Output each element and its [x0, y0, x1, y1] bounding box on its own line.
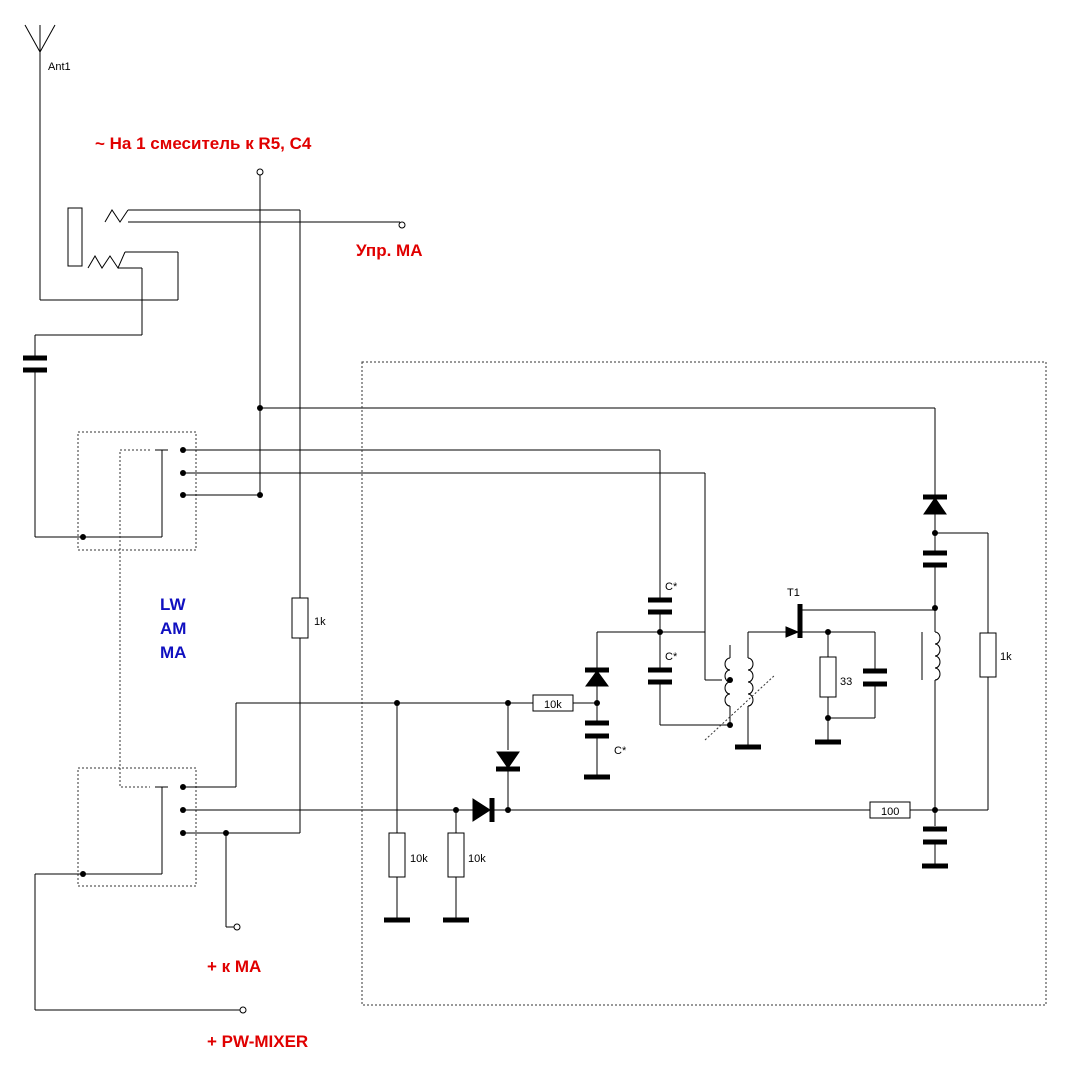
- capacitor-c-star-low: [584, 720, 610, 780]
- upr-ma-terminal: [398, 221, 406, 229]
- antenna-icon: [24, 24, 56, 300]
- resistor-10k-series: [532, 694, 597, 712]
- transformer-coil-icon: [704, 632, 776, 750]
- transistor-t1-icon: [785, 604, 935, 638]
- resistor-10k-b: [443, 810, 469, 923]
- antenna-jack-icon: [35, 207, 400, 336]
- plus-ma-label: + к МА: [207, 957, 261, 976]
- c-star-mid-label: C*: [665, 651, 678, 663]
- resistor-100-label: 100: [881, 806, 899, 818]
- band-switch-bottom: [77, 767, 197, 887]
- capacitor-right-top: [923, 550, 947, 632]
- resistor-10k-series-label: 10k: [544, 699, 562, 711]
- resistor-33: [815, 632, 841, 745]
- diode-vertical: [496, 703, 520, 810]
- band-ma-label: MA: [160, 643, 186, 662]
- capacitor-c-star-top: [648, 597, 672, 668]
- diode-horizontal: [472, 798, 870, 822]
- c-star-low-label: C*: [614, 745, 627, 757]
- capacitor-c-star-mid: [648, 667, 730, 726]
- module-boundary: [361, 361, 1047, 1006]
- pw-mixer-terminal: [239, 1006, 247, 1014]
- diode-right: [923, 494, 947, 551]
- resistor-10k-b-label: 10k: [468, 853, 486, 865]
- t1-label: T1: [787, 587, 800, 599]
- resistor-10k-a: [384, 703, 410, 923]
- resistor-10k-a-label: 10k: [410, 853, 428, 865]
- upr-ma-label: Упр. МА: [356, 241, 422, 260]
- plus-pw-mixer-label: + PW-MIXER: [207, 1032, 308, 1051]
- varicap-diode: [585, 632, 609, 721]
- resistor-100: [869, 801, 935, 819]
- mixer1-label: ~ На 1 смеситель к R5, C4: [95, 134, 312, 153]
- antenna-capacitor: [23, 335, 83, 538]
- antenna-label: Ant1: [48, 61, 71, 73]
- switch-linkage: [119, 449, 150, 788]
- choke-coil-icon: [921, 631, 941, 826]
- band-lw-label: LW: [160, 595, 186, 614]
- band-am-label: AM: [160, 619, 186, 638]
- plus-ma-terminal: [233, 923, 241, 931]
- resistor-1k-left-label: 1k: [314, 616, 326, 628]
- resistor-33-label: 33: [840, 676, 852, 688]
- resistor-1k-right-label: 1k: [1000, 651, 1012, 663]
- capacitor-right-bottom: [922, 826, 948, 869]
- resistor-1k-left: [291, 597, 309, 833]
- c-star-top-label: C*: [665, 581, 678, 593]
- resistor-1k-right: [935, 533, 997, 811]
- mixer1-terminal: [256, 168, 264, 176]
- emitter-capacitor: [828, 632, 887, 719]
